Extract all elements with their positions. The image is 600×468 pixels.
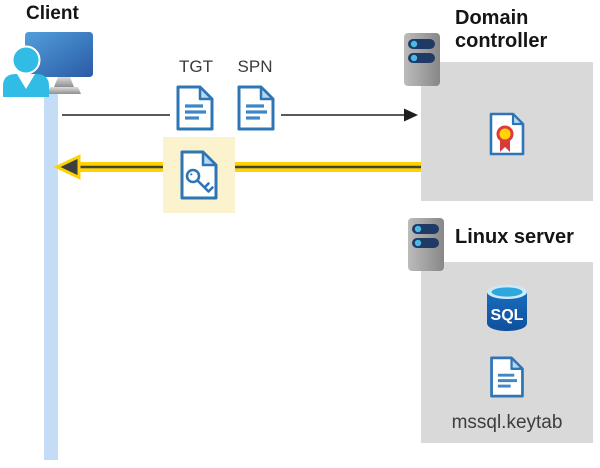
client-timeline-bar [44,92,58,460]
tgt-document-icon [176,85,214,131]
person-icon [3,45,49,97]
keytab-filename-label: mssql.keytab [451,412,563,433]
linux-server-icon [408,218,444,271]
domain-controller-server-icon [404,33,440,86]
client-label: Client [26,3,79,24]
monitor-icon [25,32,93,94]
certificate-icon [489,112,525,156]
sql-badge-text: SQL [491,307,524,324]
response-arrow [53,154,421,180]
tgt-label: TGT [179,57,213,76]
linux-server-label: Linux server [455,226,574,248]
sql-database-icon: SQL [487,285,527,331]
keytab-document-icon [490,356,524,398]
spn-label: SPN [237,57,273,76]
spn-document-icon [237,85,275,131]
client-workstation-icon [3,32,93,97]
key-document-icon [180,150,218,200]
key-icon [185,168,214,193]
domain-controller-label: Domain controller [455,7,548,52]
